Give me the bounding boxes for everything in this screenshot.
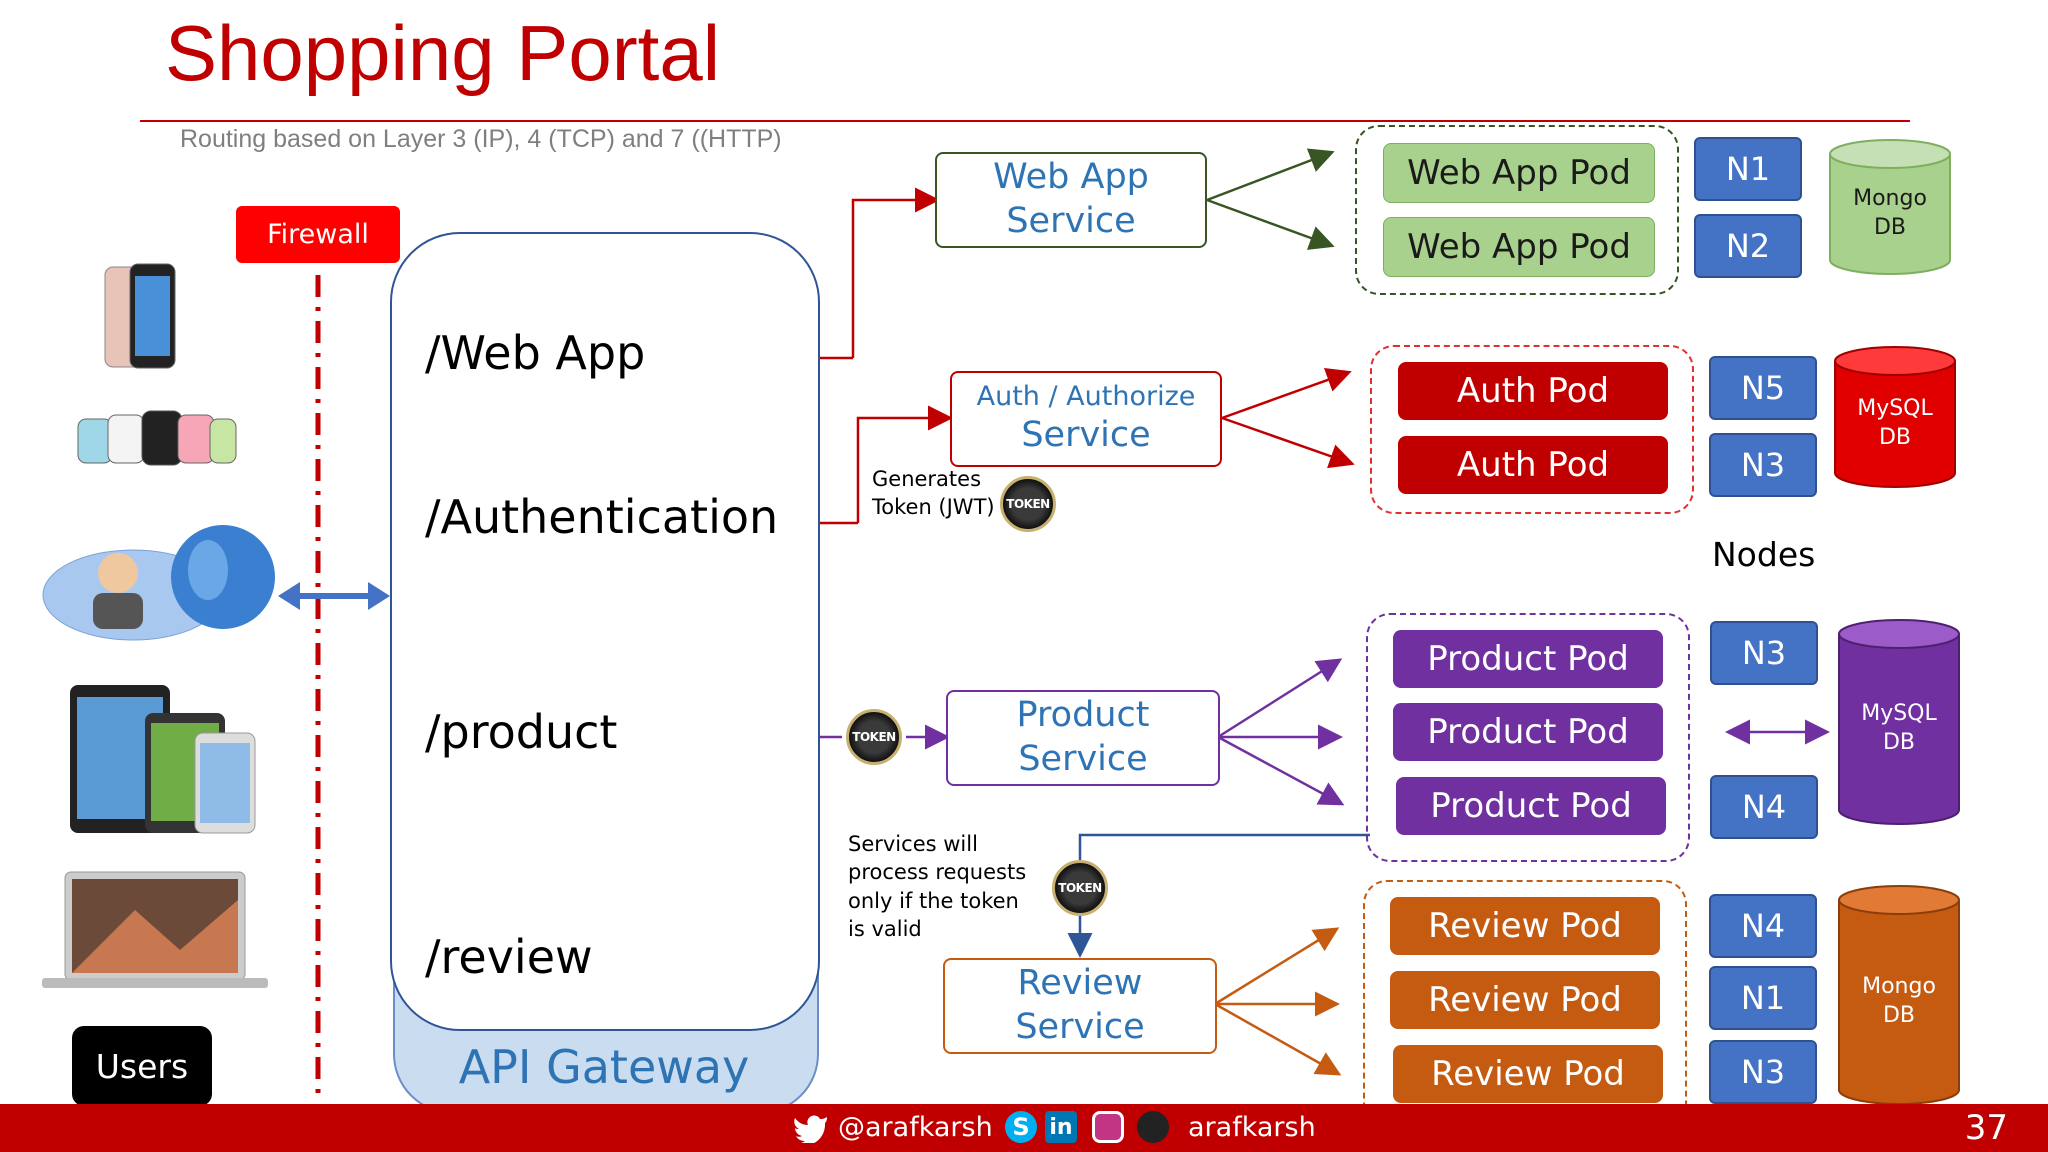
db-label-line1: Mongo <box>1853 186 1927 211</box>
webapp-pod-group <box>1355 125 1679 295</box>
cloud-user-icon <box>42 525 275 641</box>
github-icon <box>1137 1111 1169 1143</box>
route-webapp: /Web App <box>425 326 646 380</box>
mongo-db-icon <box>1829 139 1951 275</box>
mysql-db-label: MySQL DB <box>1833 395 1957 452</box>
review-pod: Review Pod <box>1393 1045 1663 1103</box>
review-pod: Review Pod <box>1390 897 1660 955</box>
note-line: Generates <box>872 467 982 491</box>
product-pod-group <box>1366 613 1690 862</box>
token-icon: TOKEN <box>1052 860 1108 916</box>
product-pod: Product Pod <box>1393 703 1663 761</box>
smartwatch-icon <box>77 410 237 466</box>
mysql-db-label: MySQL DB <box>1837 700 1961 757</box>
review-service-line2: Service <box>1015 1007 1145 1047</box>
auth-pod: Auth Pod <box>1398 436 1668 494</box>
title-divider <box>140 120 1910 122</box>
product-service: Product Service <box>946 690 1220 786</box>
product-service-line1: Product <box>1016 695 1150 736</box>
auth-pod-group <box>1370 345 1694 514</box>
page-number: 37 <box>1964 1108 2008 1148</box>
api-gateway <box>390 232 820 1031</box>
note-line: Token (JWT) <box>872 495 995 520</box>
mysql-db-icon <box>1838 619 1960 825</box>
node-badge: N3 <box>1709 1040 1817 1104</box>
webapp-service-line1: Web App <box>993 157 1149 198</box>
product-pod: Product Pod <box>1393 630 1663 688</box>
instagram-icon <box>1092 1111 1124 1143</box>
token-icon: TOKEN <box>846 709 902 765</box>
db-label-line1: MySQL <box>1861 701 1937 726</box>
note-line: only if the token <box>848 888 1019 913</box>
review-pod: Review Pod <box>1390 971 1660 1029</box>
footer-handle: arafkarsh <box>1188 1112 1316 1143</box>
phone-icon <box>104 263 176 369</box>
node-badge: N4 <box>1709 894 1817 958</box>
db-label-line2: DB <box>1882 1002 1916 1028</box>
webapp-service: Web App Service <box>935 152 1207 248</box>
token-icon: TOKEN <box>1000 476 1056 532</box>
token-note: Generates Token (JWT) <box>872 465 995 522</box>
webapp-service-line2: Service <box>1006 201 1136 241</box>
node-badge: N1 <box>1694 137 1802 201</box>
review-service-line1: Review <box>1017 963 1143 1004</box>
skype-icon: S <box>1005 1111 1037 1143</box>
node-badge: N2 <box>1694 214 1802 278</box>
firewall-label: Firewall <box>236 206 400 263</box>
page-subtitle: Routing based on Layer 3 (IP), 4 (TCP) a… <box>180 125 782 153</box>
node-badge: N1 <box>1709 966 1817 1030</box>
db-label-line2: DB <box>1882 729 1916 755</box>
tablet-icon <box>70 685 256 834</box>
laptop-icon <box>42 871 268 988</box>
product-service-line2: Service <box>1018 739 1148 779</box>
mongo-db-label: Mongo DB <box>1828 185 1952 242</box>
db-label-line1: MySQL <box>1857 396 1933 421</box>
nodes-label: Nodes <box>1712 535 1816 574</box>
note-line: is valid <box>848 917 922 942</box>
db-label-line2: DB <box>1878 424 1912 450</box>
note-line: process requests <box>848 860 1027 885</box>
node-badge: N3 <box>1710 621 1818 685</box>
linkedin-icon: in <box>1045 1111 1077 1143</box>
twitter-handle: @arafkarsh <box>838 1112 993 1143</box>
mongo-db-label: Mongo DB <box>1837 973 1961 1030</box>
auth-service: Auth / Authorize Service <box>950 371 1222 467</box>
webapp-pod: Web App Pod <box>1383 143 1655 203</box>
auth-service-line2: Service <box>1021 415 1151 455</box>
db-label-line2: DB <box>1873 214 1907 240</box>
review-service: Review Service <box>943 958 1217 1054</box>
auth-service-line1: Auth / Authorize <box>976 381 1196 413</box>
auth-pod: Auth Pod <box>1398 362 1668 420</box>
db-label-line1: Mongo <box>1862 974 1936 999</box>
page-title: Shopping Portal <box>165 9 721 97</box>
api-gateway-label: API Gateway <box>458 1040 750 1094</box>
webapp-pod: Web App Pod <box>1383 217 1655 277</box>
twitter-icon <box>793 1115 827 1143</box>
node-badge: N4 <box>1710 775 1818 839</box>
mysql-db-icon <box>1834 346 1956 488</box>
node-badge: N5 <box>1709 356 1817 420</box>
node-badge: N3 <box>1709 433 1817 497</box>
product-pod: Product Pod <box>1396 777 1666 835</box>
note-line: Services will <box>848 832 978 856</box>
route-authentication: /Authentication <box>425 490 779 544</box>
route-product: /product <box>425 705 618 759</box>
route-review: /review <box>425 930 593 984</box>
users-label: Users <box>72 1026 212 1106</box>
token-validation-note: Services will process requests only if t… <box>848 830 1026 943</box>
